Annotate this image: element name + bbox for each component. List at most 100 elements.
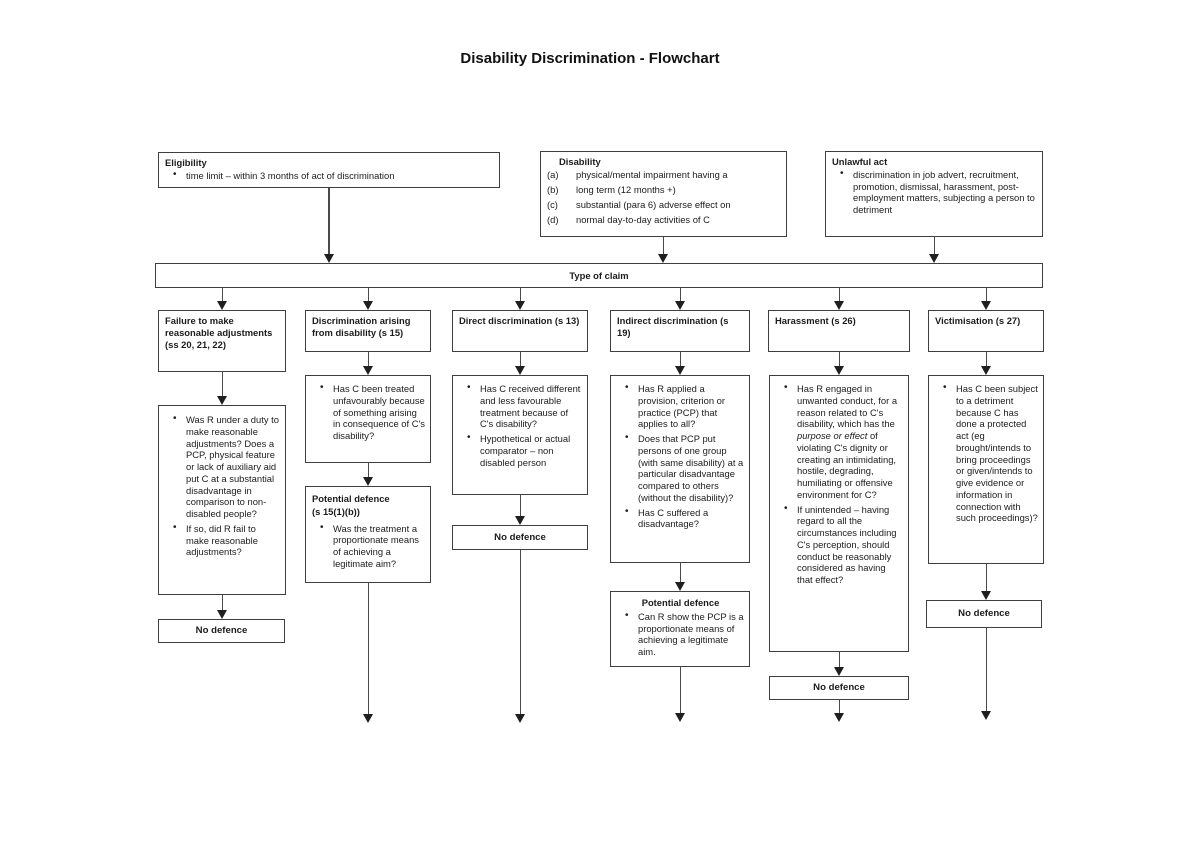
column-header-label: Failure to make reasonable adjustments (… [165, 315, 273, 350]
column-header-victimisation: Victimisation (s 27) [928, 310, 1044, 352]
flow-bullet: Has R engaged in unwanted conduct, for a… [784, 382, 903, 501]
arrow-down-icon [834, 713, 844, 722]
type-of-claim-bar: Type of claim [155, 263, 1043, 288]
no-defence-label: No defence [494, 531, 546, 543]
arising-defence-box: Potential defence (s 15(1)(b)) Was the t… [305, 486, 431, 583]
no-defence-label: No defence [813, 682, 865, 693]
arrow-line [985, 564, 987, 591]
harassment-no-defence-box: No defence [769, 676, 909, 700]
defence-heading-sub: (s 15(1)(b)) [312, 505, 360, 517]
arrow-down-icon [981, 711, 991, 720]
adjustments-detail-box: Was R under a duty to make reasonable ad… [158, 405, 286, 595]
arrow-down-icon [658, 254, 668, 263]
arrow-down-icon [515, 516, 525, 525]
arrow-down-icon [515, 714, 525, 723]
item-label: (d) [547, 213, 559, 225]
flow-bullet: If so, did R fail to make reasonable adj… [173, 522, 280, 558]
adjustments-no-defence-box: No defence [158, 619, 285, 643]
column-header-label: Victimisation (s 27) [935, 315, 1021, 326]
indirect-defence-box: Potential defence Can R show the PCP is … [610, 591, 750, 667]
arrow-down-icon [981, 301, 991, 310]
victimisation-detail-box: Has C been subject to a detriment becaus… [928, 375, 1044, 564]
arrow-line [985, 288, 987, 301]
arrow-line [367, 352, 369, 366]
arrow-down-icon [981, 591, 991, 600]
item-label: (a) [547, 168, 559, 180]
arrow-line [838, 700, 840, 713]
no-defence-label: No defence [195, 625, 248, 636]
flow-bullet: Can R show the PCP is a proportionate me… [625, 610, 744, 658]
flow-bullet: Was R under a duty to make reasonable ad… [173, 413, 280, 520]
disability-box: Disability (a)physical/mental impairment… [540, 151, 787, 237]
arising-detail-box: Has C been treated unfavourably because … [305, 375, 431, 463]
flow-bullet: Does that PCP put persons of one group (… [625, 432, 744, 504]
column-header-adjustments: Failure to make reasonable adjustments (… [158, 310, 286, 372]
arrow-down-icon [515, 301, 525, 310]
type-of-claim-label: Type of claim [569, 269, 629, 281]
arrow-line [838, 652, 840, 667]
arrow-down-icon [981, 366, 991, 375]
arrow-down-icon [675, 713, 685, 722]
flow-bullet: Has C received different and less favour… [467, 382, 582, 430]
arrow-down-icon [363, 477, 373, 486]
no-defence-label: No defence [958, 608, 1010, 619]
disability-heading: Disability [559, 156, 601, 167]
item-text: normal day-to-day activities of C [576, 213, 710, 225]
bullet-text: of violating C's dignity or creating an … [797, 430, 897, 500]
direct-no-defence-box: No defence [452, 525, 588, 550]
item-label: (b) [547, 183, 559, 195]
arrow-line [221, 595, 223, 610]
disability-item: (a)physical/mental impairment having a [547, 169, 781, 181]
unlawful-act-bullet: discrimination in job advert, recruitmen… [840, 168, 1037, 216]
arrow-down-icon [515, 366, 525, 375]
arrow-down-icon [929, 254, 939, 263]
flow-bullet: Hypothetical or actual comparator – non … [467, 432, 582, 468]
disability-item: (b) long term (12 months +) [547, 184, 781, 196]
item-text: substantial (para 6) adverse effect on [576, 198, 731, 210]
column-header-direct: Direct discrimination (s 13) [452, 310, 588, 352]
disability-item: (c) substantial (para 6) adverse effect o… [547, 199, 781, 211]
arrow-line [679, 352, 681, 366]
arrow-down-icon [675, 366, 685, 375]
arrow-line [519, 495, 521, 516]
arrow-line [367, 583, 369, 714]
arrow-line [679, 563, 681, 582]
flow-bullet: Has C been treated unfavourably because … [320, 382, 425, 442]
arrow-down-icon [675, 301, 685, 310]
page-title: Disability Discrimination - Flowchart [460, 50, 720, 67]
arrow-line [367, 288, 369, 301]
indirect-detail-box: Has R applied a provision, criterion or … [610, 375, 750, 563]
column-header-label: Direct discrimination (s 13) [459, 315, 580, 326]
defence-heading: Potential defence [641, 597, 720, 608]
arrow-line [985, 352, 987, 366]
arrow-down-icon [217, 610, 227, 619]
arrow-down-icon [217, 301, 227, 310]
bullet-text-emphasis: purpose or effect [797, 430, 868, 441]
column-header-indirect: Indirect discrimination (s 19) [610, 310, 750, 352]
arrow-line [519, 550, 521, 714]
column-header-harassment: Harassment (s 26) [768, 310, 910, 352]
arrow-down-icon [363, 366, 373, 375]
item-text: long term (12 months +) [576, 183, 676, 195]
arrow-line [221, 372, 223, 396]
item-label: (c) [547, 198, 558, 210]
arrow-line [662, 237, 664, 254]
arrow-line [679, 667, 681, 713]
eligibility-box: Eligibility time limit – within 3 months… [158, 152, 500, 188]
harassment-detail-box: Has R engaged in unwanted conduct, for a… [769, 375, 909, 652]
arrow-line [221, 288, 223, 301]
arrow-line [519, 352, 521, 366]
column-header-label: Harassment (s 26) [775, 315, 856, 326]
flow-bullet: If unintended – having regard to all the… [784, 502, 903, 586]
bullet-text: Has R engaged in unwanted conduct, for a… [797, 383, 898, 430]
arrow-line [519, 288, 521, 301]
column-header-arising: Discrimination arising from disability (… [305, 310, 431, 352]
arrow-down-icon [363, 714, 373, 723]
column-header-label: Indirect discrimination (s 19) [617, 315, 729, 338]
arrow-down-icon [324, 254, 334, 263]
defence-heading: Potential defence [312, 493, 390, 504]
arrow-line [367, 463, 369, 477]
arrow-down-icon [675, 582, 685, 591]
arrow-line [838, 288, 840, 301]
